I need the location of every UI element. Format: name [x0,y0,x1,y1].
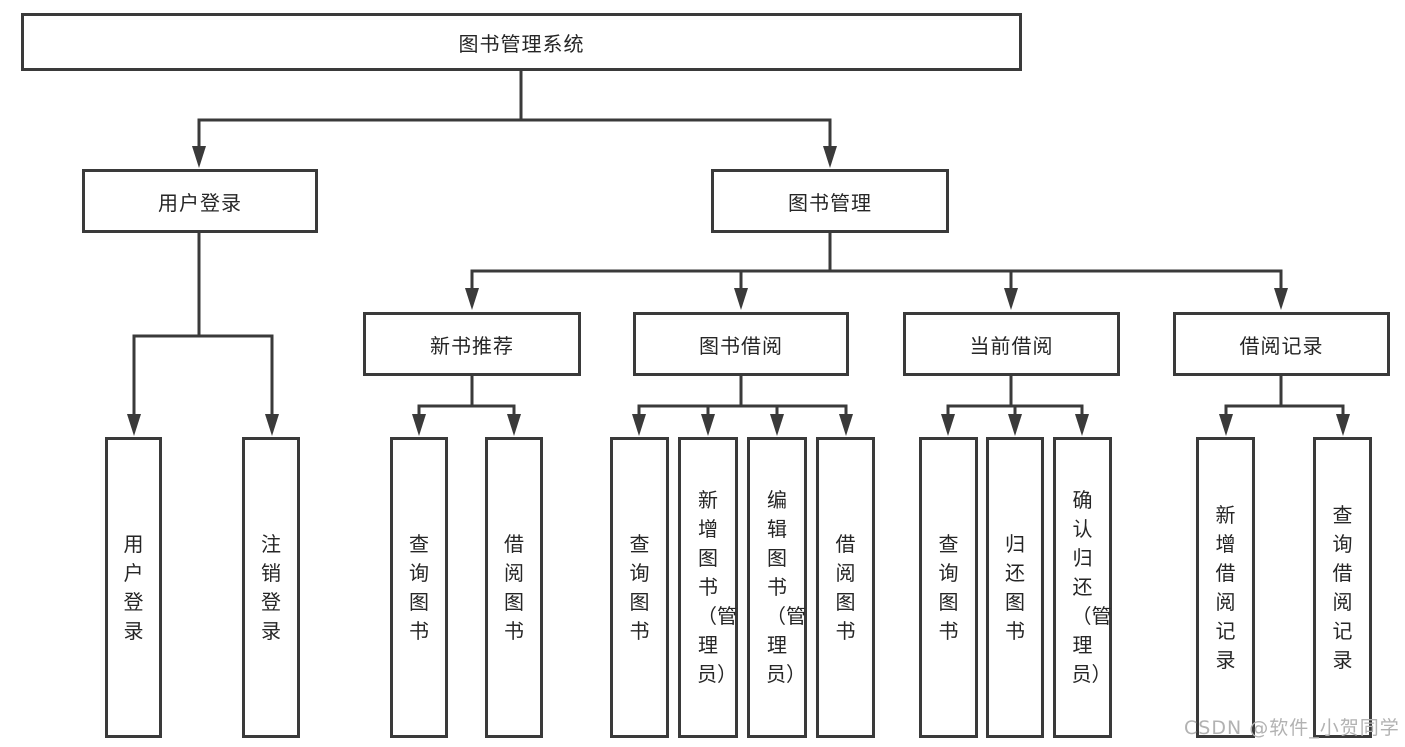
node-root: 图书管理系统 [21,13,1022,71]
leaf-query-borrow-record-label: 查询借阅记录 [1332,502,1353,672]
leaf-return-book: 归还图书 [986,437,1044,738]
node-borrow-records: 借阅记录 [1173,312,1390,376]
leaf-query-books-newbooks: 查询图书 [390,437,448,738]
leaf-user-login-label: 用户登录 [123,531,144,643]
node-book-borrow-label: 图书借阅 [699,333,783,358]
leaf-confirm-return-admin-label: 确认归还（管理员） [1071,488,1112,686]
leaf-query-books-borrow-label: 查询图书 [629,531,650,643]
leaf-borrow-books-borrow-label: 借阅图书 [835,531,856,643]
leaf-confirm-return-admin: 确认归还（管理员） [1053,437,1112,738]
leaf-borrow-books-borrow: 借阅图书 [816,437,875,738]
leaf-edit-book-admin-label: 编辑图书（管理员） [766,488,806,686]
node-borrow-records-label: 借阅记录 [1239,333,1324,358]
leaf-logout: 注销登录 [242,437,300,738]
leaf-add-book-admin-label: 新增图书（管理员） [697,488,737,686]
leaf-query-borrow-record: 查询借阅记录 [1313,437,1372,738]
leaf-return-book-label: 归还图书 [1005,531,1025,643]
leaf-borrow-books-newbooks-label: 借阅图书 [504,531,524,643]
leaf-borrow-books-newbooks: 借阅图书 [485,437,543,738]
leaf-edit-book-admin: 编辑图书（管理员） [747,437,807,738]
leaf-user-login: 用户登录 [105,437,162,738]
leaf-add-book-admin: 新增图书（管理员） [678,437,738,738]
leaf-add-borrow-record: 新增借阅记录 [1196,437,1255,738]
leaf-logout-label: 注销登录 [261,531,281,643]
node-current-borrow-label: 当前借阅 [969,333,1054,358]
leaf-query-books-newbooks-label: 查询图书 [409,531,429,643]
leaf-query-books-borrow: 查询图书 [610,437,669,738]
arrowheads-group [127,146,1350,436]
node-current-borrow: 当前借阅 [903,312,1120,376]
node-book-management-label: 图书管理 [788,190,872,215]
node-user-login-label: 用户登录 [158,190,242,215]
node-new-book-recommend-label: 新书推荐 [430,333,514,358]
node-root-label: 图书管理系统 [458,31,585,56]
watermark: CSDN @软件_小贺同学 [1184,717,1400,739]
node-new-book-recommend: 新书推荐 [363,312,581,376]
leaf-query-books-current: 查询图书 [919,437,978,738]
node-user-login: 用户登录 [82,169,318,233]
node-book-management: 图书管理 [711,169,949,233]
leaf-query-books-current-label: 查询图书 [938,531,959,643]
node-book-borrow: 图书借阅 [633,312,849,376]
leaf-add-borrow-record-label: 新增借阅记录 [1215,502,1236,672]
